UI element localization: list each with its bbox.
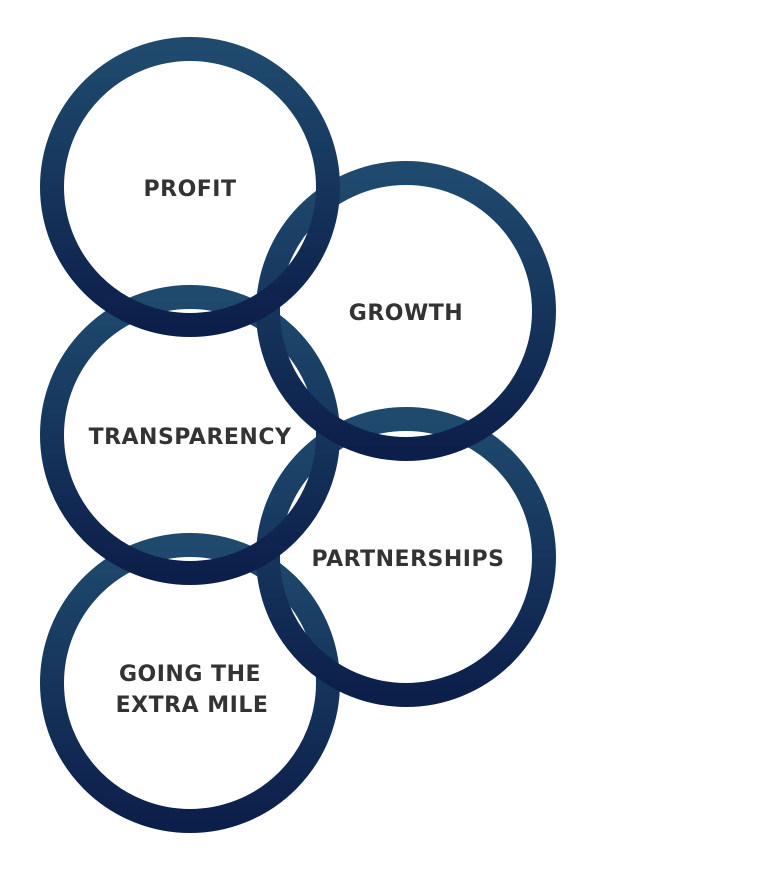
label-transparency: TRANSPARENCY <box>89 425 292 450</box>
label-partnerships: PARTNERSHIPS <box>312 547 505 572</box>
label-going-the-extra-mile-line2: EXTRA MILE <box>116 693 269 718</box>
label-profit: PROFIT <box>144 177 237 202</box>
label-going-the-extra-mile-line1: GOING THE <box>119 662 261 687</box>
ring-profit <box>40 37 340 337</box>
label-growth: GROWTH <box>349 301 463 326</box>
